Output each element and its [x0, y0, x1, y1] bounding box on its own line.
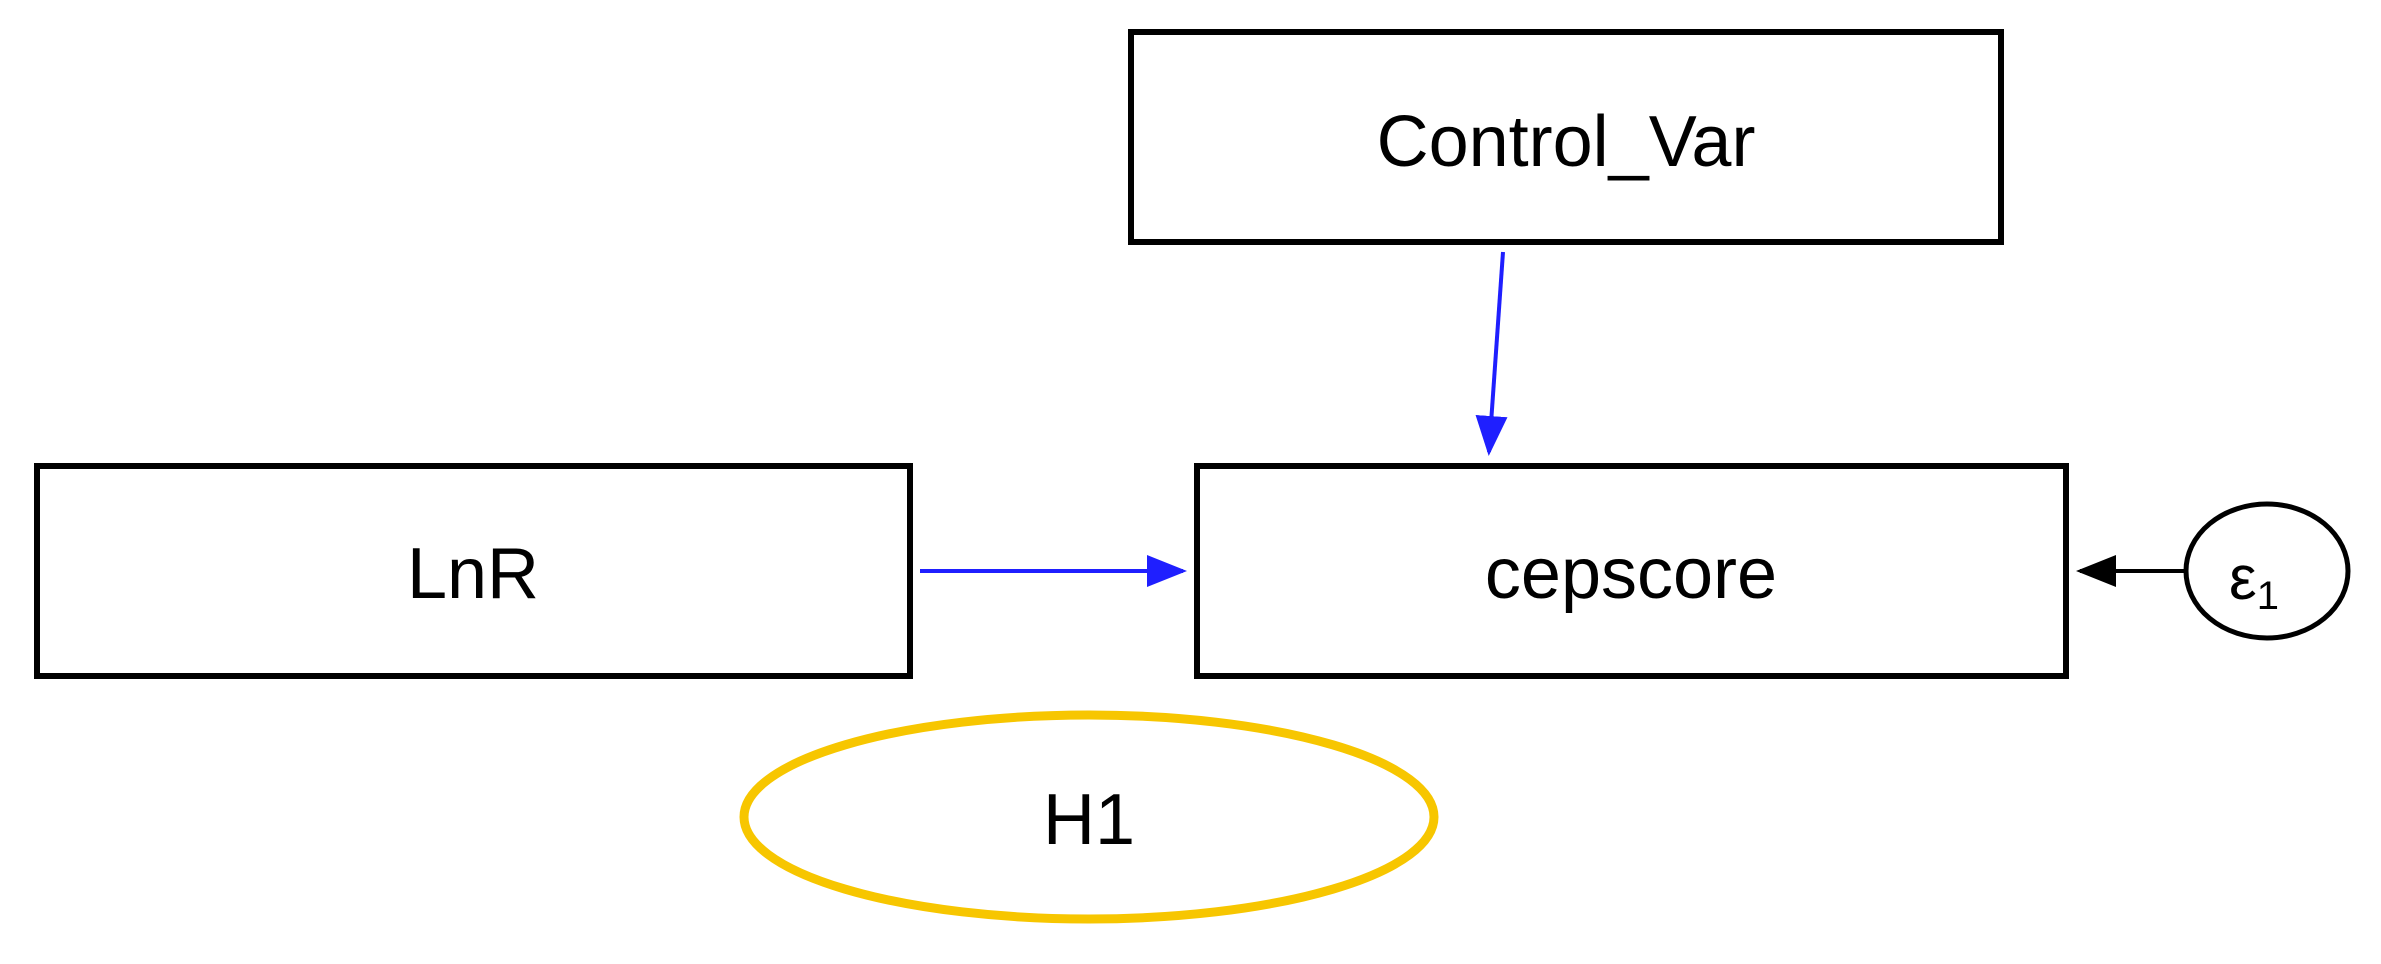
hypothesis-label: H1	[1043, 780, 1135, 860]
control-var-box	[1128, 29, 2004, 245]
lnr-box	[34, 463, 913, 679]
cepscore-box	[1194, 463, 2069, 679]
arrow-control-to-cepscore	[1475, 251, 1508, 456]
control-var-label: Control_Var	[1377, 102, 1756, 182]
error-term-node: ε1	[2183, 501, 2351, 641]
error-term-label: ε1	[2229, 544, 2279, 619]
lnr-label: LnR	[407, 534, 539, 614]
cepscore-node: cepscore	[1194, 463, 2069, 679]
cepscore-label: cepscore	[1485, 534, 1777, 614]
hypothesis-node: H1	[739, 710, 1439, 924]
error-symbol: ε	[2229, 544, 2257, 613]
lnr-node: LnR	[34, 463, 913, 679]
control-var-node: Control_Var	[1128, 29, 2004, 245]
error-subscript: 1	[2257, 574, 2279, 618]
hypothesis-ellipse	[739, 710, 1439, 924]
error-term-circle	[2183, 501, 2351, 641]
